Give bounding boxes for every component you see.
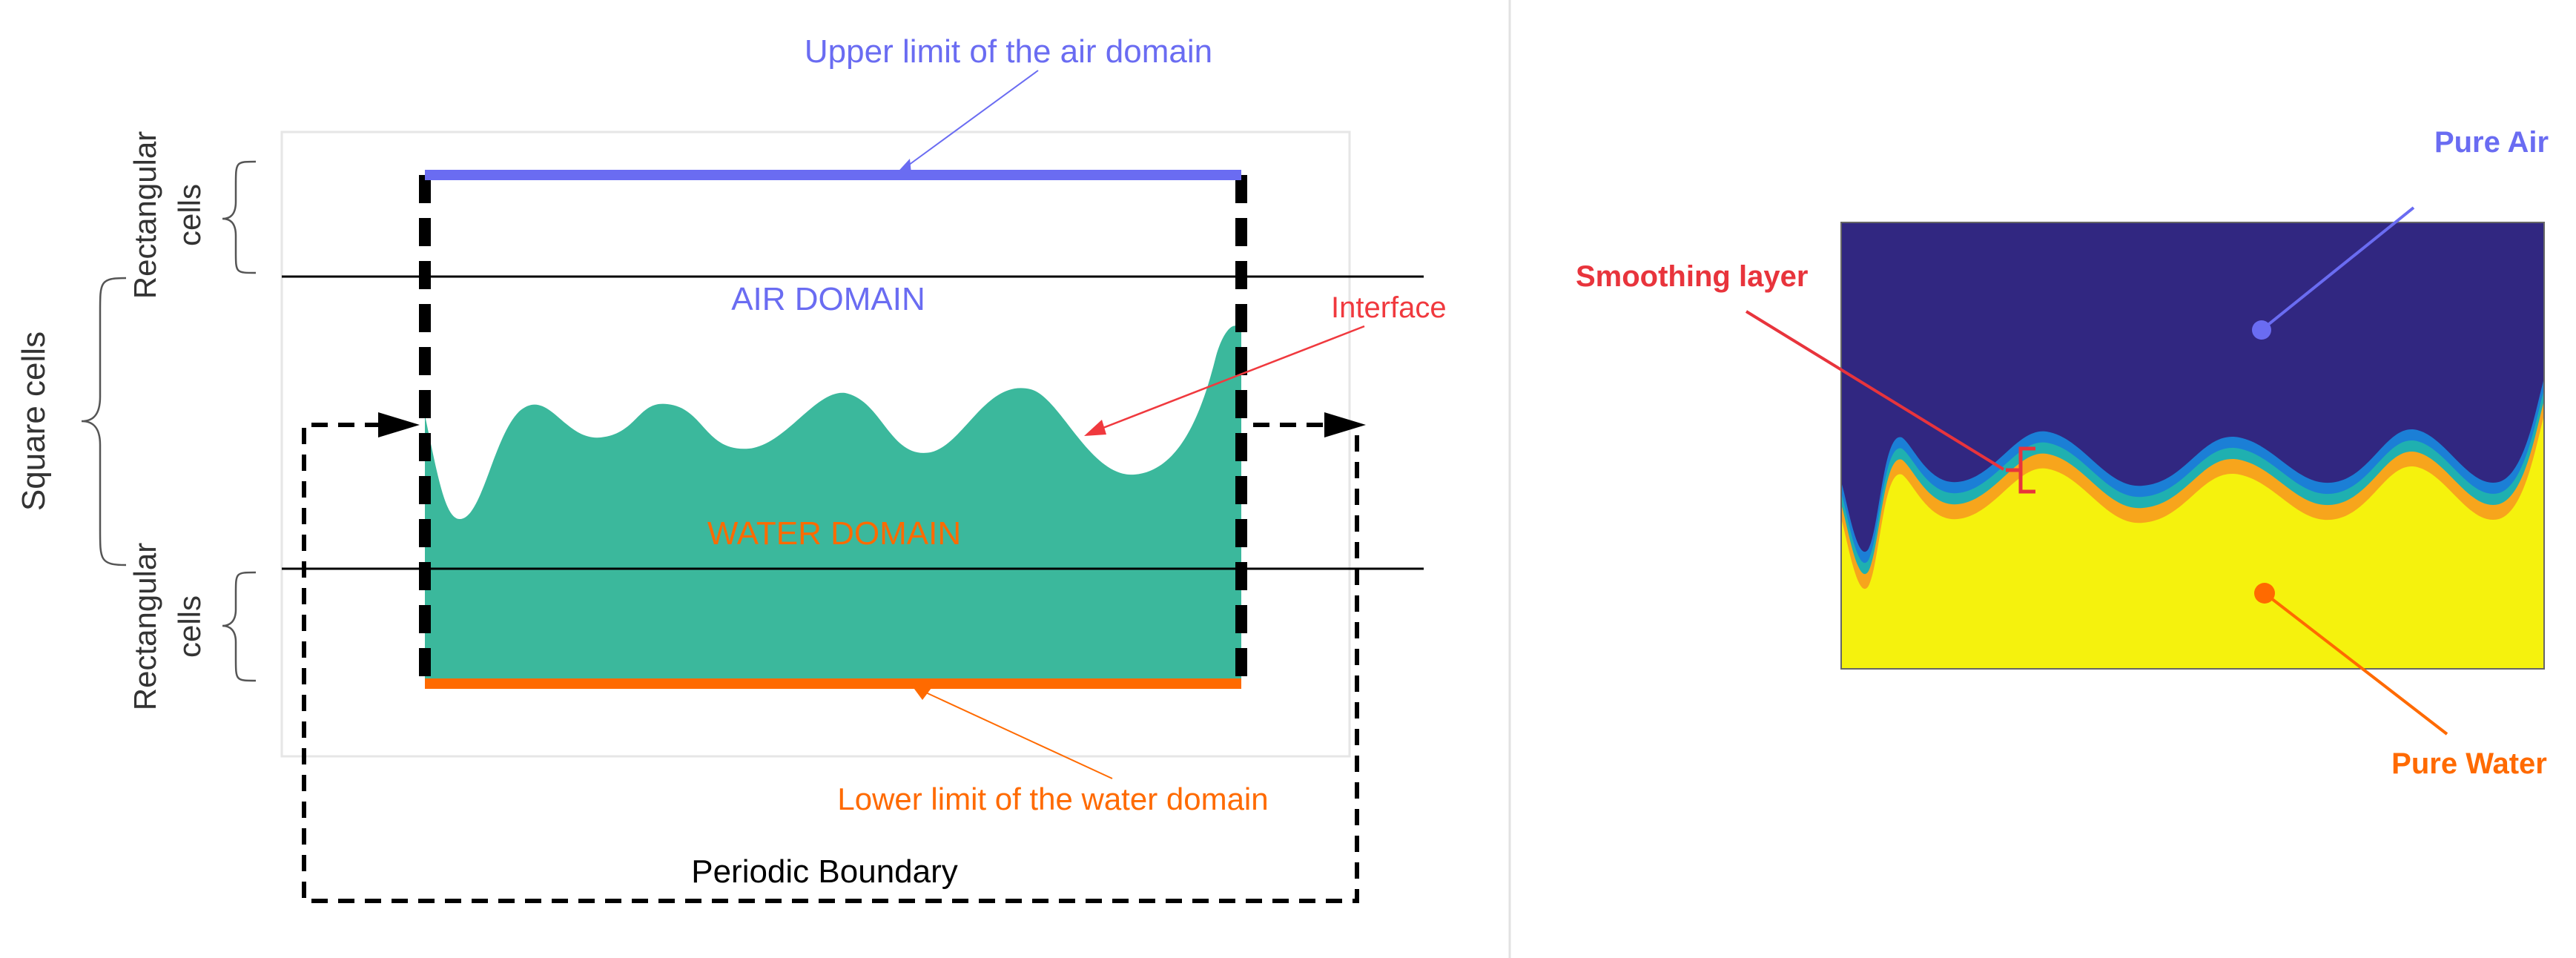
square-cells-brace [81, 277, 127, 566]
top-rect-cells-brace [222, 160, 257, 274]
periodic-boundary-label: Periodic Boundary [691, 853, 958, 890]
interface-leader-arrowhead [1084, 420, 1106, 436]
upper-limit-label: Upper limit of the air domain [805, 33, 1212, 70]
periodic-arrowhead-out [1324, 412, 1366, 437]
right-panel: Pure Air Smoothing layer Pure Water [1576, 126, 2549, 780]
rect-cells-bottom-line1: Rectangular [128, 543, 162, 710]
domain-frame [280, 131, 1351, 758]
rect-cells-top-line1: Rectangular [128, 131, 162, 299]
pure-water-leader [2263, 592, 2448, 736]
rect-cells-bottom-line2: cells [172, 595, 207, 658]
upper-limit-leader [902, 70, 1039, 170]
pure-air-label: Pure Air [2434, 126, 2549, 159]
periodic-boundary-loop [302, 423, 1359, 903]
interface-leader [1097, 325, 1365, 432]
lower-limit-leader-arrowhead [912, 686, 931, 700]
left-panel: Upper limit of the air domain AIR DOMAIN… [16, 33, 1447, 903]
pure-water-label: Pure Water [2391, 747, 2547, 780]
smoothing-layer-label: Smoothing layer [1576, 260, 1808, 293]
interface-label: Interface [1331, 291, 1447, 324]
periodic-arrowhead-in [378, 412, 420, 437]
upper-limit-leader-arrowhead [894, 159, 911, 176]
pure-air-marker [2252, 320, 2271, 340]
air-domain-label: AIR DOMAIN [731, 281, 925, 317]
pure-air-leader [2260, 206, 2415, 331]
bottom-rect-cells-brace [222, 571, 257, 682]
water-domain-label: WATER DOMAIN [707, 515, 961, 552]
rect-cells-top-line2: cells [172, 184, 207, 246]
lower-limit-label: Lower limit of the water domain [837, 782, 1268, 816]
pure-water-marker [2254, 583, 2275, 604]
smoothing-layer-leader [1745, 310, 2005, 471]
square-cells-label: Square cells [16, 331, 52, 511]
field-outline [1840, 222, 2545, 670]
pure-air-region [1841, 222, 2544, 552]
water-domain-fill [425, 326, 1241, 684]
lower-limit-leader [919, 689, 1113, 779]
